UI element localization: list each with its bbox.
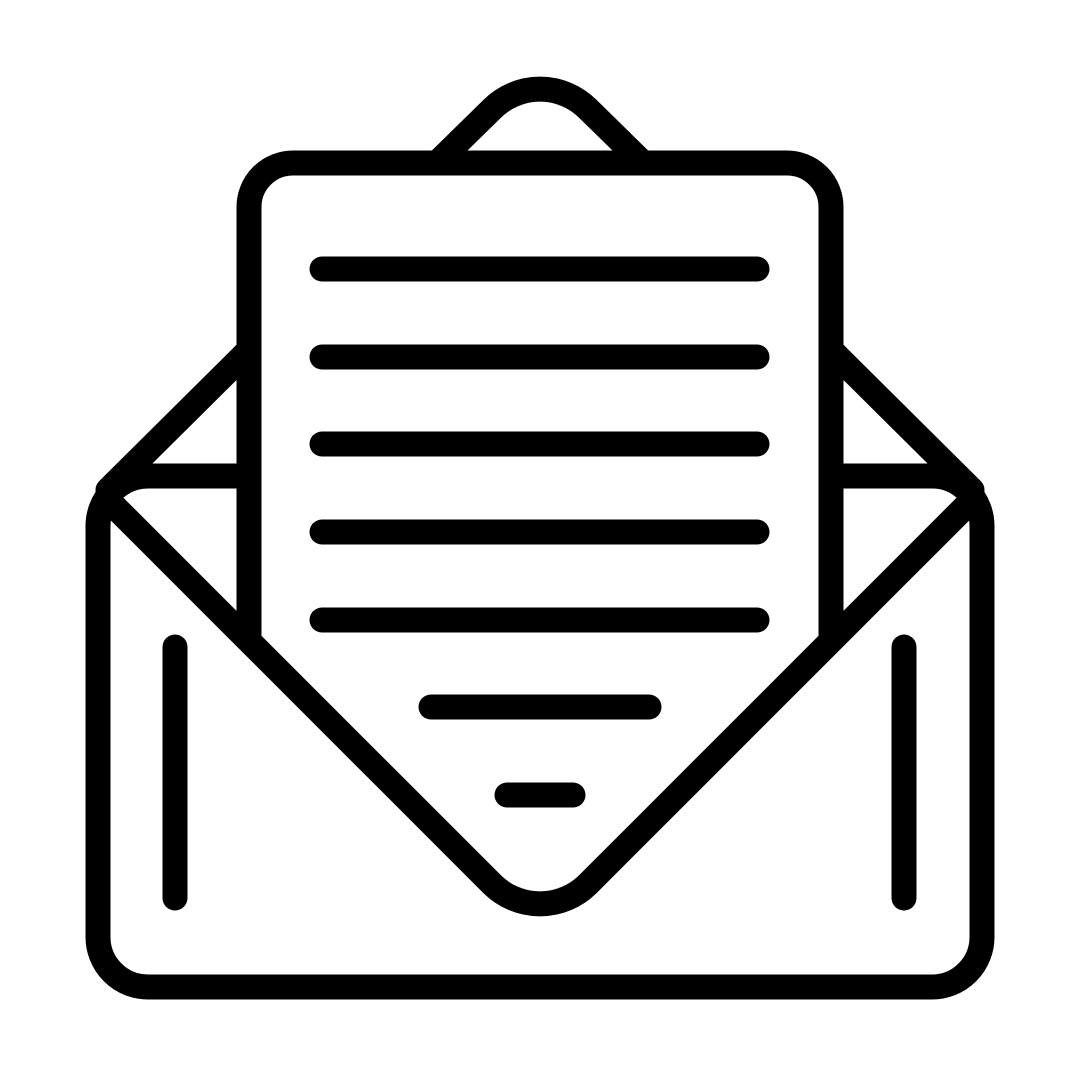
envelope-flap	[95, 337, 985, 503]
letter-paper	[236, 150, 844, 651]
letter-tab	[427, 76, 653, 173]
envelope-pocket	[95, 487, 985, 917]
